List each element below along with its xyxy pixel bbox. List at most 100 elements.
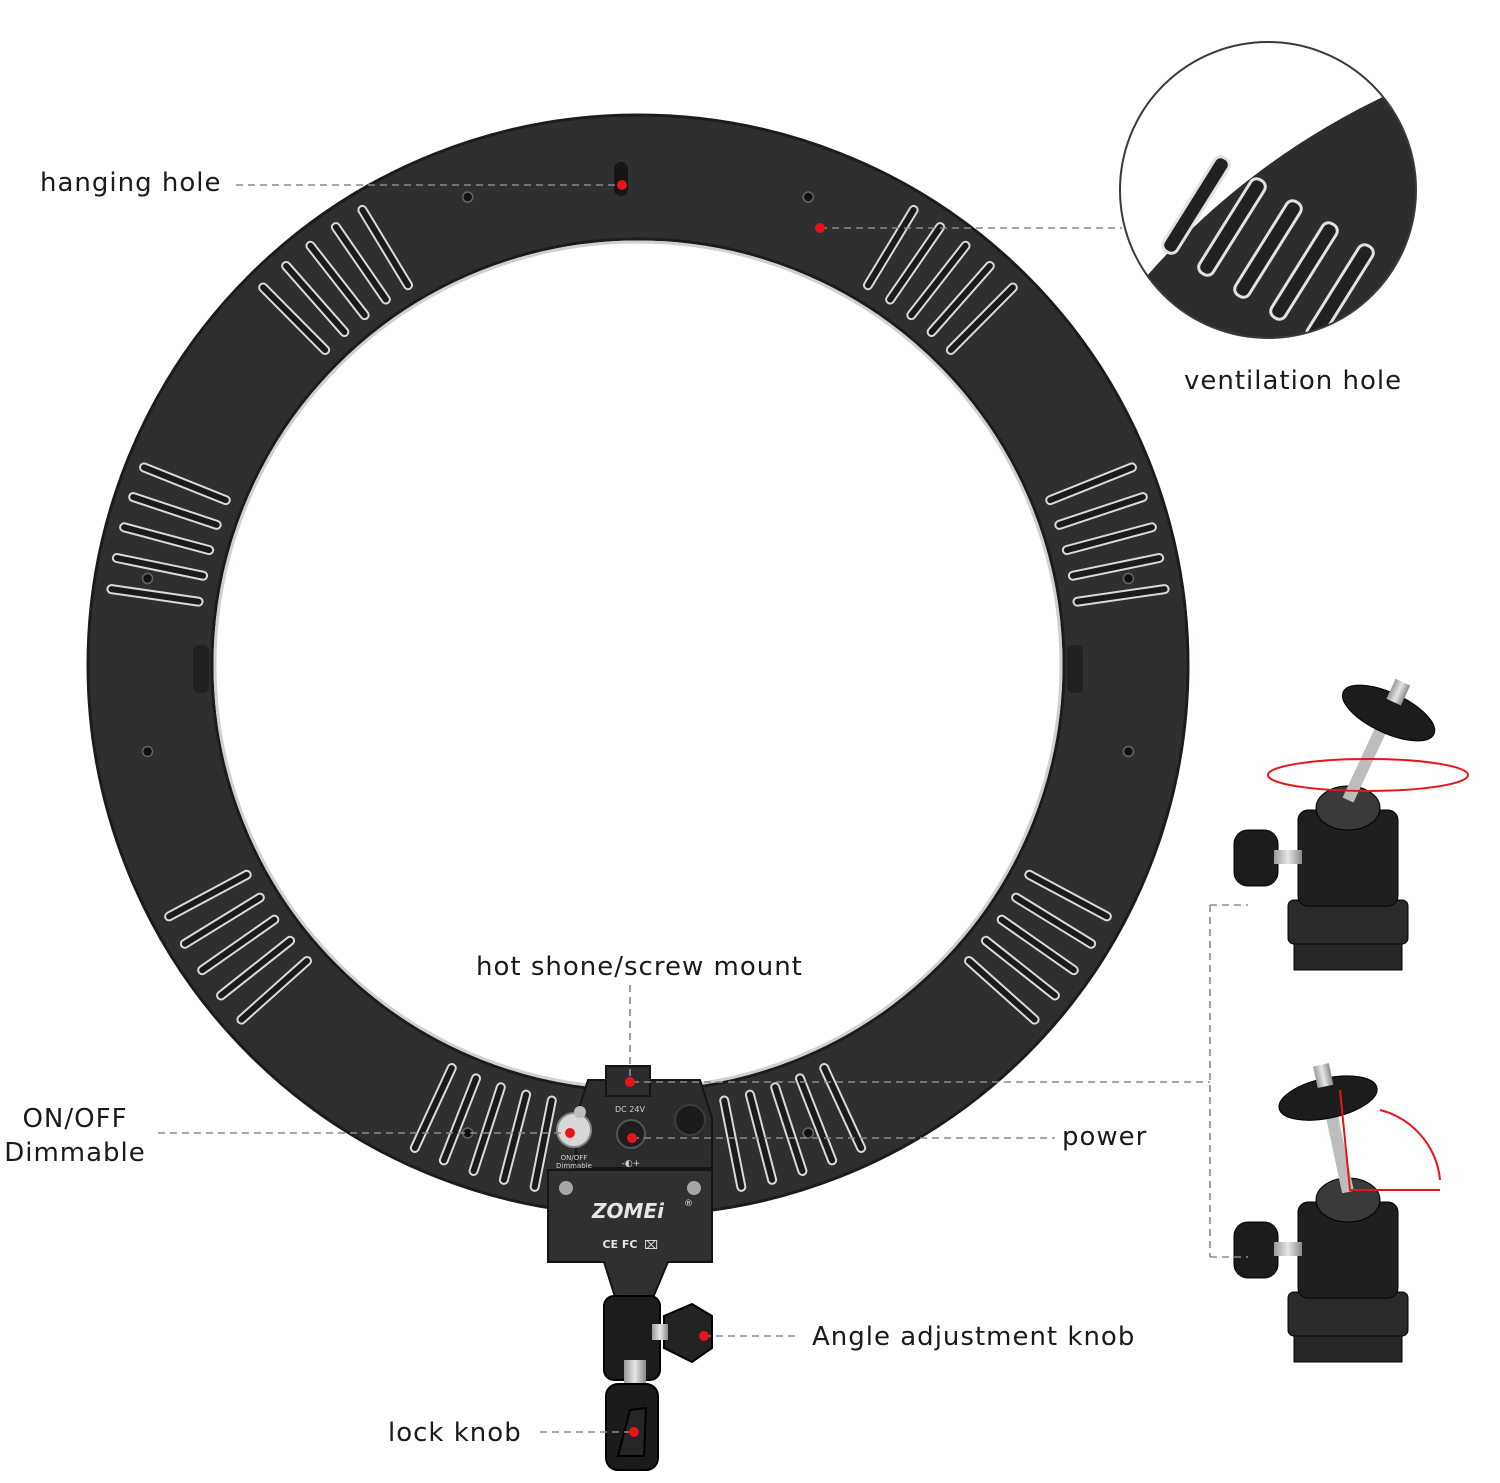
rotation-indicator [1267, 758, 1469, 792]
marker-power [627, 1133, 637, 1143]
marker-ventilation-hole [815, 223, 825, 233]
vent-slot [996, 914, 1079, 976]
ball-head-collar [1287, 1291, 1409, 1337]
label-on-off: ON/OFF [22, 1104, 128, 1134]
ball-head-screw [1274, 1242, 1302, 1256]
vent-slot [139, 462, 231, 506]
marker-hot-shoe-mount [625, 1077, 635, 1087]
vent-slot [179, 892, 265, 949]
certification-marks: CE FC [602, 1238, 637, 1251]
vent-slot [119, 522, 215, 556]
vent-slot [258, 282, 331, 355]
vent-slot [980, 935, 1060, 1001]
vent-slot [1061, 522, 1157, 556]
ball-head-thread [1313, 1063, 1334, 1089]
vent-slot [529, 1095, 557, 1192]
screw [1122, 572, 1135, 585]
vent-slot [468, 1082, 506, 1176]
leader-lines [158, 184, 1248, 1433]
brand-logo: ZOMEi [591, 1199, 665, 1223]
screw [802, 1127, 815, 1139]
label-power: power [1062, 1122, 1148, 1152]
vent-slot [357, 204, 413, 291]
vent-slot [719, 1095, 747, 1192]
screw [1122, 745, 1135, 758]
vent-slot [770, 1082, 808, 1176]
zoom-vent-slot [1269, 221, 1339, 321]
ball-head-top-view [1233, 678, 1469, 971]
tilt-angle-indicator [1339, 1089, 1440, 1191]
screw [141, 572, 154, 585]
zoom-vent-slot [1233, 199, 1303, 299]
vent-slot [281, 260, 350, 337]
ball-head-thread [1386, 678, 1411, 706]
vent-slot [236, 955, 313, 1025]
vent-slot [926, 260, 995, 337]
ring-right-tab [1067, 645, 1083, 693]
switch-caption-line2: Dimmable [556, 1162, 592, 1170]
vent-slot [216, 935, 296, 1001]
zoom-vent-slot [1161, 155, 1231, 255]
vent-slot [1011, 892, 1097, 949]
ring-left-tab [193, 645, 209, 693]
weee-bin-icon: ⌧ [644, 1238, 658, 1252]
ball-head-side-knob [1233, 1221, 1279, 1279]
zoom-vent-slot [1305, 243, 1375, 338]
label-hanging-hole: hanging hole [40, 168, 222, 198]
vent-slot [1054, 492, 1148, 530]
power-spec-text: DC 24V [615, 1105, 645, 1114]
screw [141, 745, 154, 758]
screw [802, 191, 815, 203]
ball-head-bottom-view [1233, 1063, 1441, 1363]
ball-head-collar [1287, 899, 1409, 945]
vent-slot [409, 1063, 457, 1153]
vent-slot [438, 1073, 481, 1166]
ball-head-side-knob [1233, 829, 1279, 887]
hanging-hole-slot [614, 162, 628, 196]
ring-screws [141, 191, 1135, 1139]
vent-slot [906, 240, 971, 321]
indicator-dome [674, 1104, 706, 1136]
vent-slot [795, 1073, 838, 1166]
switch-caption-line1: ON/OFF [561, 1154, 588, 1162]
ring-body [86, 113, 1190, 1217]
label-hot-shoe-mount: hot shone/screw mount [476, 952, 803, 982]
vent-slot [1072, 584, 1170, 607]
vent-slot [863, 204, 919, 291]
ball-head-shoe [1293, 1331, 1403, 1363]
label-lock-knob: lock knob [388, 1418, 522, 1448]
tilt-arc-indicator [1379, 1109, 1441, 1181]
ball-head-stem [1323, 1102, 1354, 1194]
vent-slot [305, 240, 370, 321]
label-ventilation-hole: ventilation hole [1184, 366, 1403, 396]
ball-head-shoe [1293, 939, 1403, 971]
vent-slot [164, 869, 252, 922]
vent-slot [963, 955, 1040, 1025]
marker-angle-knob [699, 1331, 709, 1341]
vent-slot [1024, 869, 1112, 922]
vent-slot [1045, 462, 1137, 506]
label-angle-adjustment-knob: Angle adjustment knob [812, 1322, 1136, 1352]
marker-hanging-hole [617, 180, 627, 190]
vent-slot [819, 1063, 867, 1153]
vent-slot [111, 553, 209, 581]
vent-slot [106, 584, 204, 607]
polarity-symbol: -◐+ [622, 1159, 641, 1169]
vent-slot [330, 222, 391, 305]
ball-head-platform [1341, 684, 1436, 742]
ball-head-screw [1274, 850, 1302, 864]
callout-markers [565, 180, 825, 1437]
zoom-vent-slot [1197, 177, 1267, 277]
marker-on-off [565, 1128, 575, 1138]
vent-slot [128, 492, 222, 530]
angle-adjustment-knob[interactable] [652, 1302, 713, 1364]
ring-ventilation-slots [106, 204, 1170, 1192]
vent-slot [498, 1089, 532, 1185]
vent-slot [197, 914, 280, 976]
screw [461, 191, 474, 203]
marker-lock-knob [629, 1427, 639, 1437]
brand-registered-mark: ® [684, 1199, 693, 1209]
label-dimmable: Dimmable [4, 1138, 146, 1168]
vent-slot [945, 282, 1018, 355]
